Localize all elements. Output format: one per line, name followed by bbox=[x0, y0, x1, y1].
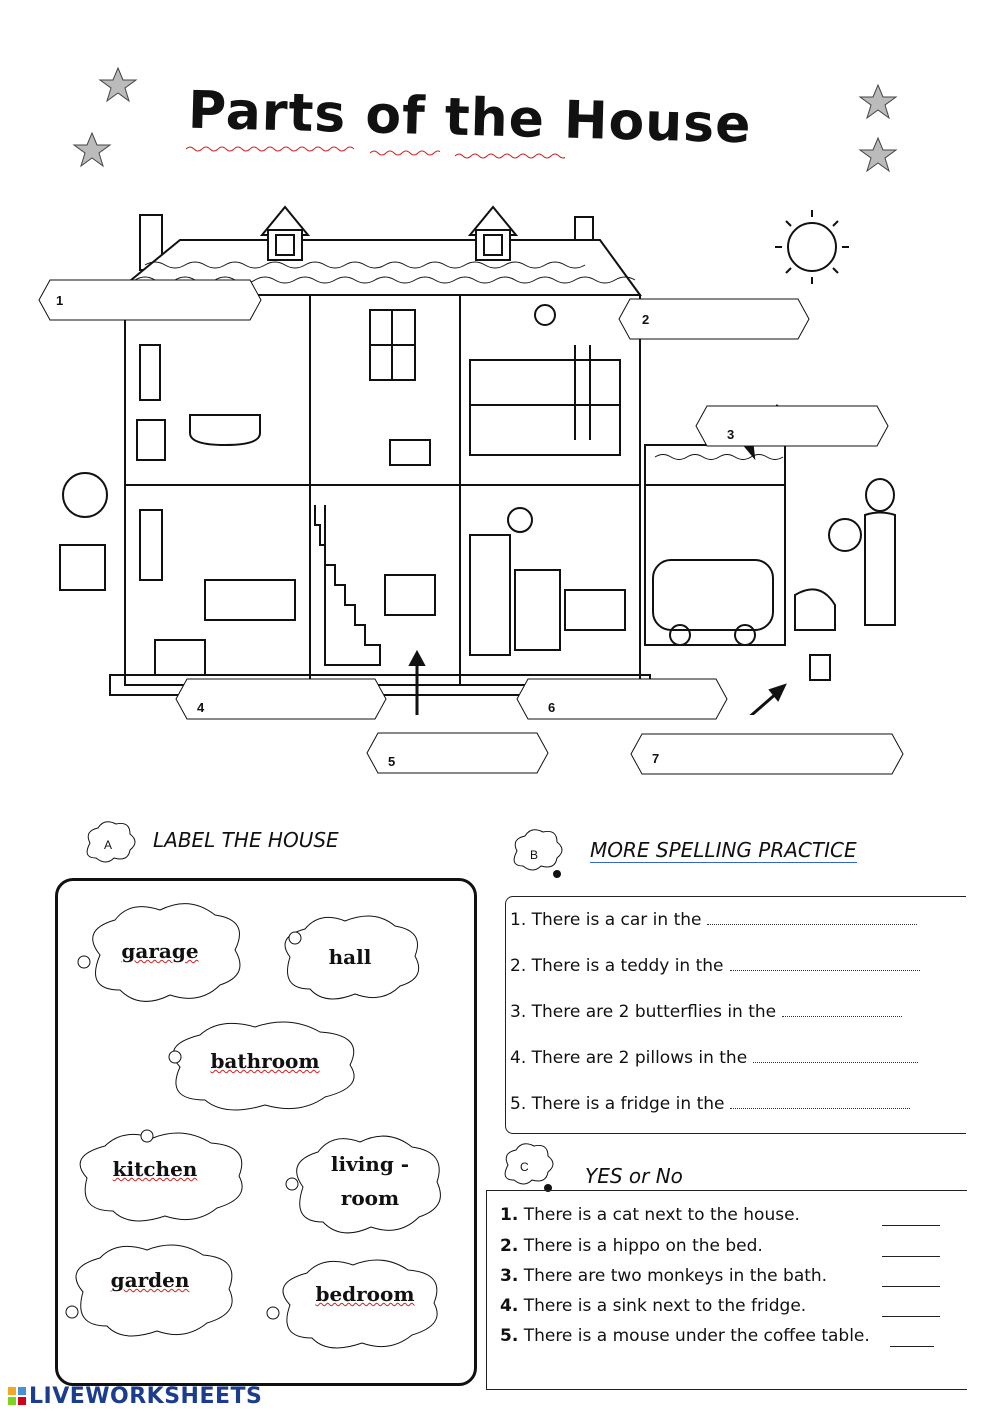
yes-no-sentence-4: 4. There is a sink next to the fridge. bbox=[500, 1296, 807, 1316]
logo-icon bbox=[8, 1387, 26, 1405]
cabinet bbox=[384, 574, 436, 616]
spelling-sentence-1: 1. There is a car in the bbox=[510, 910, 918, 930]
page-title: Parts of the House bbox=[187, 80, 753, 156]
cloud-shape bbox=[285, 1135, 441, 1234]
label-field-6[interactable]: 6 bbox=[516, 678, 728, 720]
label-number: 6 bbox=[548, 700, 556, 715]
spellcheck-underline bbox=[455, 153, 565, 159]
label-number: 1 bbox=[56, 293, 64, 308]
label-field-7[interactable]: 7 bbox=[630, 733, 904, 775]
sofa bbox=[204, 579, 296, 621]
spelling-sentence-3: 3. There are 2 butterflies in the bbox=[510, 1002, 903, 1022]
sink bbox=[136, 419, 166, 461]
car bbox=[652, 559, 774, 631]
stove bbox=[564, 589, 626, 631]
house-illustration bbox=[59, 205, 896, 715]
staircase bbox=[314, 505, 381, 666]
answer-blank[interactable] bbox=[882, 1225, 940, 1226]
spelling-sentence-5: 5. There is a fridge in the bbox=[510, 1094, 911, 1114]
window bbox=[139, 509, 163, 581]
fridge bbox=[469, 534, 511, 656]
cloud-shape bbox=[266, 1259, 438, 1349]
cloud-shape bbox=[65, 1244, 233, 1337]
yes-no-box bbox=[486, 1190, 967, 1390]
bunk-bed bbox=[469, 359, 621, 456]
spellcheck-underline bbox=[186, 146, 355, 152]
answer-blank[interactable] bbox=[707, 924, 918, 925]
star-icon bbox=[72, 131, 112, 168]
star-icon bbox=[858, 136, 898, 173]
cloud-shape bbox=[284, 915, 420, 1000]
person bbox=[865, 478, 895, 512]
answer-blank[interactable] bbox=[782, 1016, 903, 1017]
label-field-4[interactable]: 4 bbox=[175, 678, 387, 720]
label-number: 4 bbox=[197, 700, 205, 715]
spellcheck-underline bbox=[370, 150, 440, 156]
spelling-sentence-4: 4. There are 2 pillows in the bbox=[510, 1048, 919, 1068]
label-field-3[interactable]: 3 bbox=[695, 405, 889, 447]
answer-blank[interactable] bbox=[882, 1316, 940, 1317]
liveworksheets-logo: LIVEWORKSHEETS bbox=[8, 1384, 262, 1409]
label-number: 3 bbox=[727, 427, 735, 442]
star-icon bbox=[858, 83, 898, 120]
spelling-box bbox=[505, 896, 966, 1134]
section-letter: A bbox=[104, 838, 113, 852]
house-walls bbox=[124, 294, 641, 686]
garage-roof bbox=[644, 444, 786, 486]
label-field-5[interactable]: 5 bbox=[366, 732, 549, 774]
cloud-shape bbox=[77, 903, 241, 1002]
yes-no-sentence-2: 2. There is a hippo on the bed. bbox=[500, 1236, 763, 1256]
label-number: 5 bbox=[388, 754, 396, 769]
teddy bbox=[534, 304, 556, 326]
sun bbox=[787, 222, 837, 272]
section-a-heading: LABEL THE HOUSE bbox=[153, 828, 339, 852]
answer-blank[interactable] bbox=[882, 1256, 940, 1257]
label-field-2[interactable]: 2 bbox=[618, 298, 810, 340]
answer-blank[interactable] bbox=[730, 1108, 911, 1109]
yes-no-sentence-1: 1. There is a cat next to the house. bbox=[500, 1205, 800, 1225]
star-icon bbox=[98, 66, 138, 103]
label-number: 2 bbox=[642, 312, 650, 327]
plant-pot bbox=[59, 544, 106, 591]
label-number: 7 bbox=[652, 751, 660, 766]
section-c-heading: YES or No bbox=[585, 1164, 683, 1188]
section-b-heading: MORE SPELLING PRACTICE bbox=[590, 838, 857, 863]
section-bubble bbox=[513, 829, 563, 878]
answer-blank[interactable] bbox=[890, 1346, 934, 1347]
garage bbox=[644, 484, 786, 646]
cloud-shape bbox=[79, 1129, 243, 1222]
bathtub bbox=[189, 414, 261, 447]
answer-blank[interactable] bbox=[753, 1062, 919, 1063]
section-letter: B bbox=[530, 848, 539, 862]
section-bubble bbox=[86, 821, 136, 863]
answer-blank[interactable] bbox=[729, 970, 920, 971]
answer-blank[interactable] bbox=[882, 1286, 940, 1287]
spelling-sentence-2: 2. There is a teddy in the bbox=[510, 956, 920, 976]
counter bbox=[514, 569, 561, 651]
yes-no-sentence-3: 3. There are two monkeys in the bath. bbox=[500, 1266, 828, 1286]
section-letter: C bbox=[520, 1160, 529, 1174]
word-bank bbox=[55, 878, 477, 1386]
cat bbox=[794, 588, 836, 631]
yes-no-sentence-5: 5. There is a mouse under the coffee tab… bbox=[500, 1326, 870, 1346]
label-field-1[interactable]: 1 bbox=[38, 279, 262, 321]
cloud-shape bbox=[168, 1021, 355, 1111]
